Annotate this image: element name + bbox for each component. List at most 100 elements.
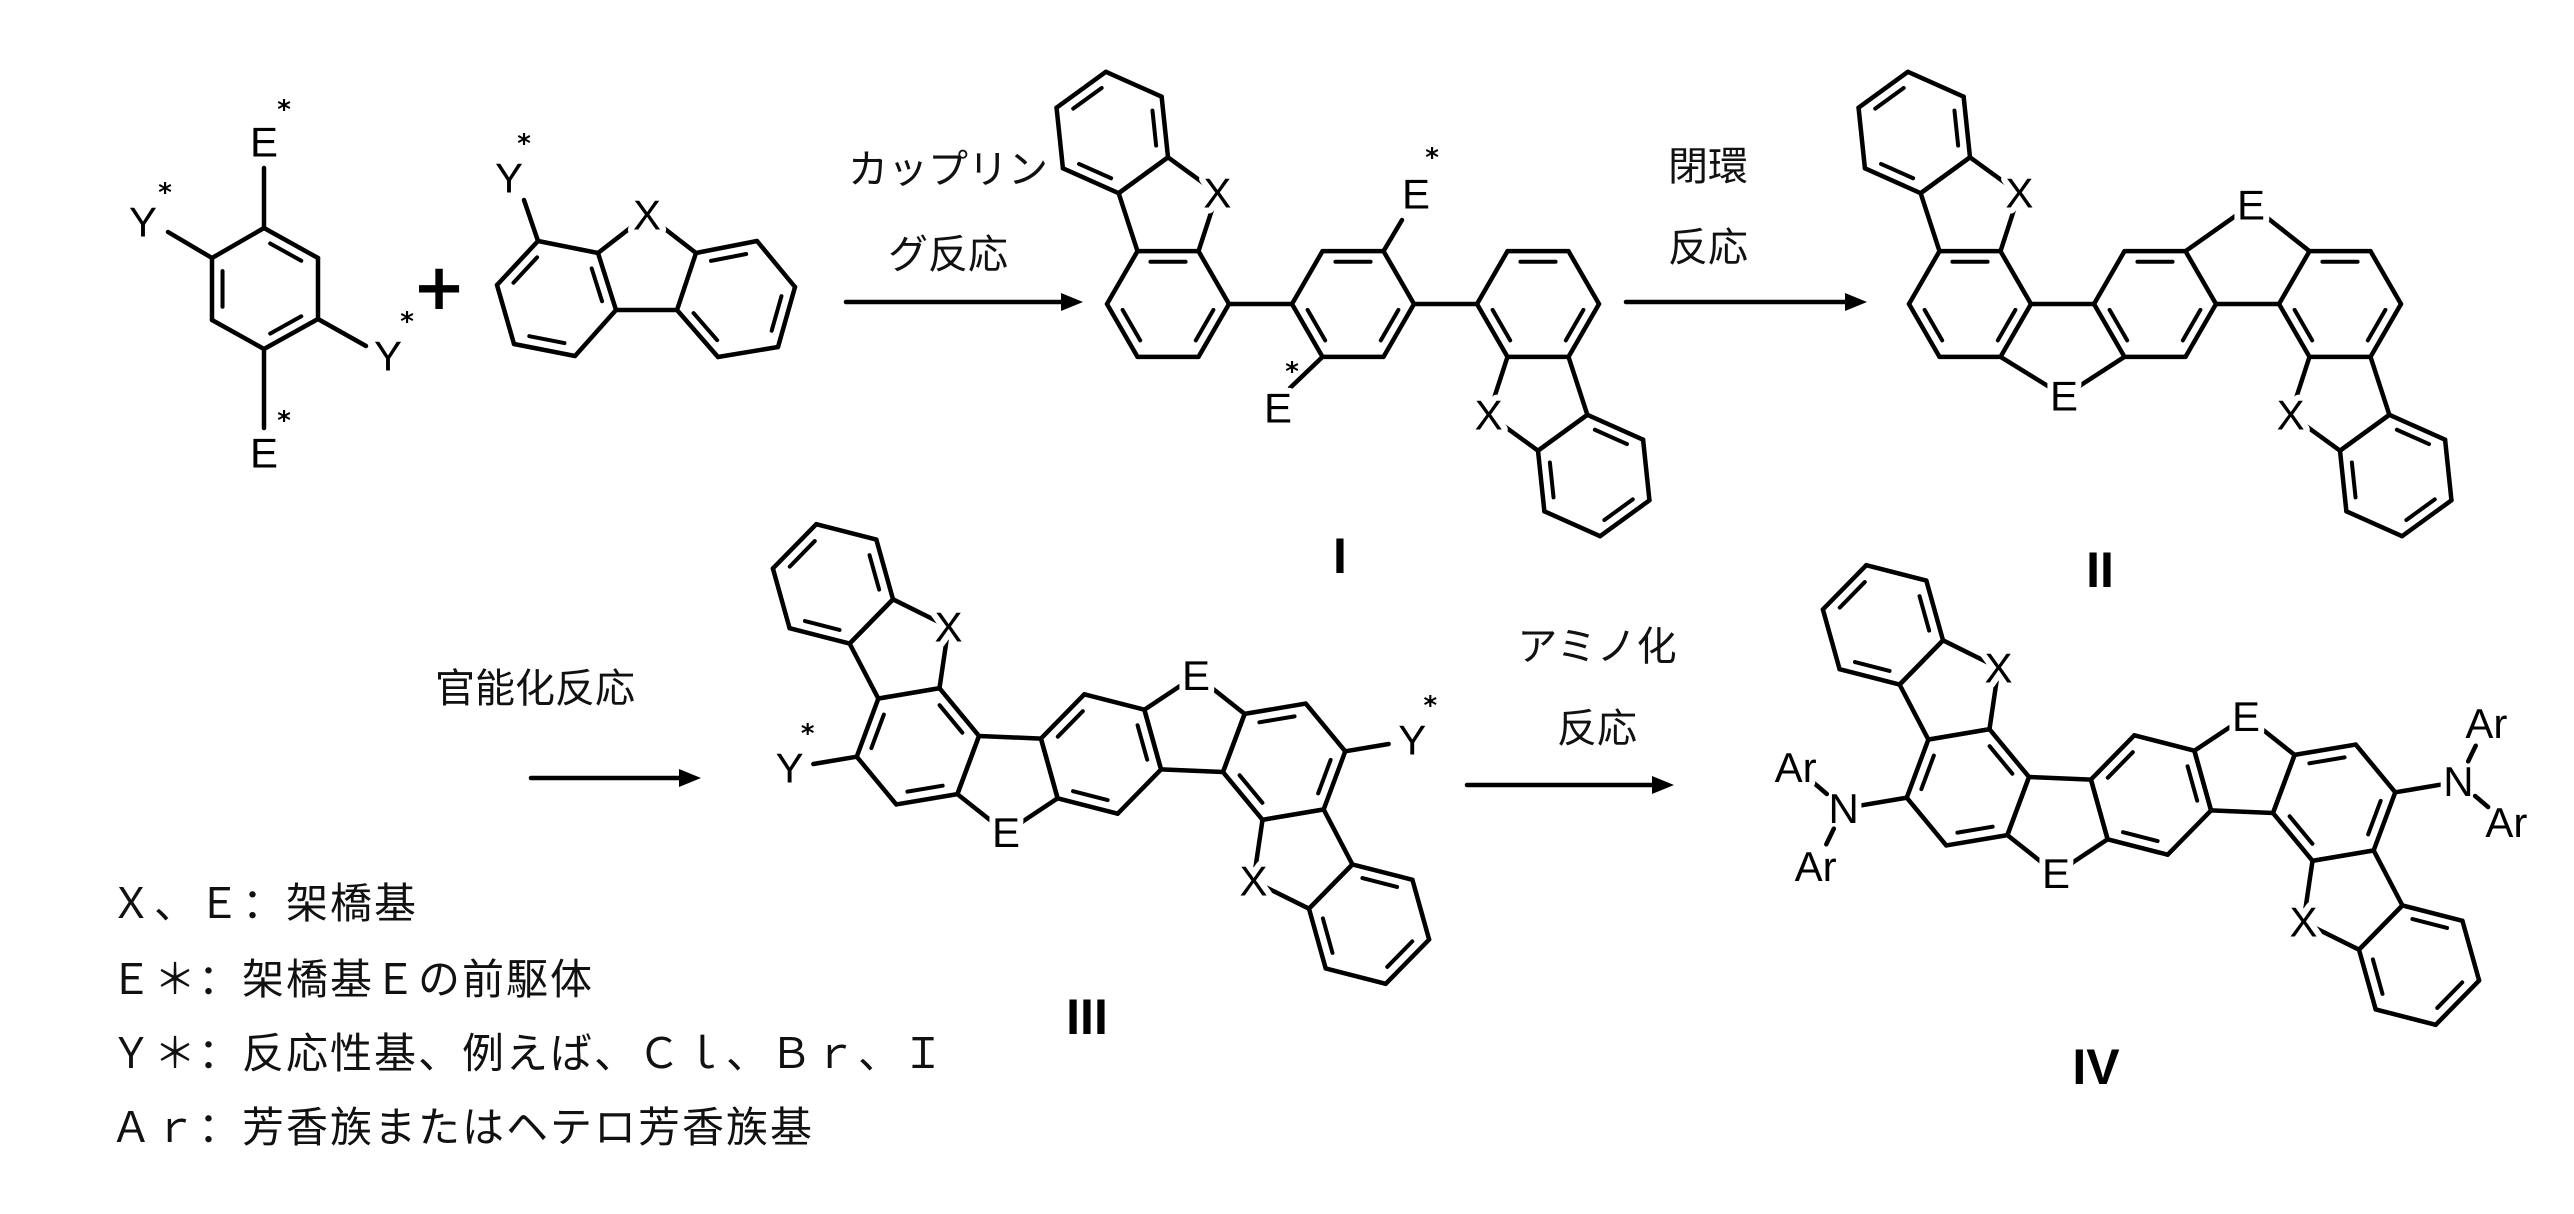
bond xyxy=(2001,251,2032,304)
double-bond xyxy=(1855,662,1890,671)
bond xyxy=(1643,440,1649,501)
double-bond xyxy=(2373,959,2383,993)
bond xyxy=(2295,745,2356,755)
bond xyxy=(957,736,979,794)
label-functionalization-reaction: 官能化反応 xyxy=(435,666,635,712)
bond xyxy=(1292,251,1323,304)
compound-number: II xyxy=(2086,542,2114,598)
bond xyxy=(538,241,598,253)
double-bond xyxy=(805,621,840,630)
bond xyxy=(1106,72,1162,97)
atom-x: X xyxy=(1203,170,1231,217)
double-bond xyxy=(1362,878,1397,887)
double-bond xyxy=(772,296,782,331)
bond xyxy=(2462,921,2479,981)
bond xyxy=(1569,251,1600,304)
bond xyxy=(1119,193,1138,251)
atom-n: N xyxy=(2443,758,2473,805)
bond xyxy=(1921,193,1940,251)
label-amination-reaction: 反応 xyxy=(1557,706,1637,752)
bond xyxy=(1324,751,1346,809)
atom-y-star: Y xyxy=(776,745,804,792)
bond xyxy=(1384,220,1403,251)
bond xyxy=(1345,744,1388,751)
atom-e-star: E xyxy=(1264,385,1292,432)
atom-y-star: Y xyxy=(374,333,402,380)
bond xyxy=(575,310,616,356)
double-bond xyxy=(871,715,883,748)
atom-e: E xyxy=(1182,652,1210,699)
double-bond xyxy=(2123,832,2158,841)
bond xyxy=(1544,511,1600,536)
label-coupling-reaction: グ反応 xyxy=(888,232,1008,278)
bond xyxy=(773,568,790,628)
bond xyxy=(1865,168,1921,193)
bond xyxy=(2211,810,2273,813)
double-bond xyxy=(711,254,746,261)
asterisk: * xyxy=(158,178,172,208)
bond xyxy=(1964,97,1970,158)
atom-ar: Ar xyxy=(1775,744,1817,791)
atom-e: E xyxy=(2232,693,2260,740)
bond xyxy=(1823,609,1840,669)
double-bond xyxy=(1138,725,1148,759)
compound-II: XXEE xyxy=(1859,72,2452,536)
atom-x: X xyxy=(935,603,963,650)
bond xyxy=(2346,511,2402,536)
compound-number: IV xyxy=(2072,1039,2120,1095)
double-bond xyxy=(1323,918,1333,952)
double-bond xyxy=(1954,111,1958,146)
bond xyxy=(1245,704,1306,714)
asterisk: * xyxy=(1424,691,1438,721)
bond xyxy=(1900,685,1929,740)
bond xyxy=(514,344,575,356)
double-bond xyxy=(1920,596,1930,630)
bond xyxy=(1107,251,1138,304)
bond xyxy=(497,285,514,344)
double-bond xyxy=(1318,760,1330,793)
legend: Ｘ、Ｅ：架橋基Ｅ＊：架橋基Ｅの前駆体Ｙ＊：反応性基、例えば、Ｃｌ、Ｂｒ、ＩＡｒ：… xyxy=(110,879,946,1152)
double-bond xyxy=(1073,791,1108,800)
bond xyxy=(2340,415,2389,451)
bond xyxy=(2359,905,2402,949)
bond xyxy=(1538,415,1587,451)
compound-III: EEXXY*Y* xyxy=(773,524,1438,984)
double-bond xyxy=(2188,766,2198,800)
bond xyxy=(2091,780,2108,840)
bond xyxy=(1538,451,1544,512)
bond xyxy=(878,688,939,698)
bond xyxy=(1928,729,1989,739)
asterisk: * xyxy=(277,95,291,125)
bond xyxy=(2376,1009,2436,1024)
atom-e: E xyxy=(2042,850,2070,897)
bond xyxy=(813,757,856,764)
atom-y-star: Y xyxy=(129,199,157,246)
bond xyxy=(2094,251,2125,304)
label-ring-closure-reaction: 閉環 xyxy=(1668,144,1748,190)
atom-x: X xyxy=(633,192,661,239)
arrow-head xyxy=(1652,776,1674,794)
bond xyxy=(1921,157,1970,193)
double-bond xyxy=(2412,919,2447,928)
bond xyxy=(857,757,897,805)
legend-line: Ｘ、Ｅ：架橋基 xyxy=(110,879,418,928)
arrow-functionalization xyxy=(531,769,701,787)
atom-ar: Ar xyxy=(2485,799,2527,846)
label-ring-closure-reaction: 反応 xyxy=(1668,225,1748,271)
bond xyxy=(2371,251,2402,304)
reactant-dihalobenzene: E*Y*Y*E* xyxy=(129,95,414,477)
asterisk: * xyxy=(801,719,815,749)
bond xyxy=(2186,251,2217,304)
asterisk: * xyxy=(1425,143,1439,173)
bond xyxy=(212,228,264,258)
bond xyxy=(857,699,879,757)
double-bond xyxy=(870,555,880,589)
asterisk: * xyxy=(1285,357,1299,387)
bond xyxy=(1384,251,1415,304)
bond xyxy=(757,241,795,287)
arrow-head xyxy=(679,769,701,787)
plus-sign: + xyxy=(412,251,466,325)
arrow-head xyxy=(1845,293,1867,311)
bond xyxy=(1477,251,1508,304)
bond xyxy=(1859,798,1906,806)
